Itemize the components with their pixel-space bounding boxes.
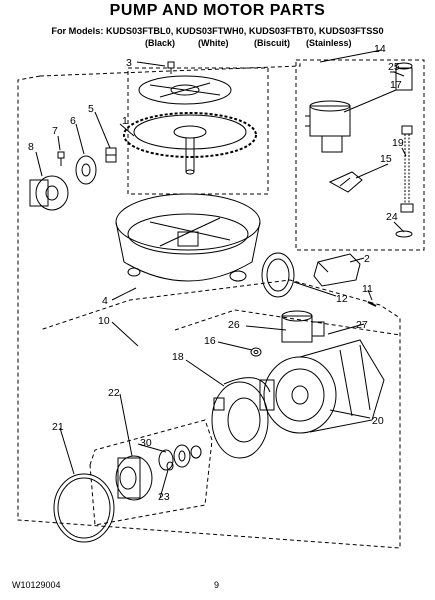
part-1-filter [123, 112, 257, 175]
page-title: PUMP AND MOTOR PARTS [109, 2, 326, 19]
part-26-motor-cap [281, 310, 325, 343]
color-white: (White) [198, 38, 229, 48]
callout-7: 7 [52, 125, 58, 137]
callout-26: 26 [228, 319, 240, 331]
part-20-motor [259, 339, 385, 434]
lower-dashed-box [89, 419, 213, 526]
callout-labels: 1234567810111214151617181920212223242526… [28, 43, 404, 503]
callout-4: 4 [102, 295, 108, 307]
part-3-screw [167, 61, 175, 74]
callout-12: 12 [336, 293, 348, 305]
part-23-washer [166, 461, 174, 471]
callout-19: 19 [392, 137, 404, 149]
part-24-clamp [395, 230, 413, 238]
callout-6: 6 [70, 115, 76, 127]
page-number: 9 [214, 580, 220, 590]
part-cover-disc [138, 75, 232, 105]
part-7-screw [57, 151, 65, 166]
part-4-sump [115, 193, 261, 282]
color-biscuit: (Biscuit) [254, 38, 290, 48]
color-stainless: (Stainless) [306, 38, 352, 48]
callout-22: 22 [108, 387, 120, 399]
callout-25: 25 [388, 61, 400, 73]
part-5-clip [105, 147, 117, 163]
callout-30: 30 [140, 437, 152, 449]
callout-5: 5 [88, 103, 94, 115]
part-15-bracket [328, 171, 363, 193]
leader-lines [35, 49, 407, 499]
callout-14: 14 [374, 43, 386, 55]
callout-18: 18 [172, 351, 184, 363]
right-dashed-box [295, 59, 425, 251]
callout-16: 16 [204, 335, 216, 347]
part-12-gasket [261, 252, 295, 298]
part-21-gasket-ring [53, 473, 115, 543]
part-6-impeller [75, 155, 97, 185]
model-list: For Models: KUDS03FTBL0, KUDS03FTWH0, KU… [51, 26, 384, 36]
callout-20: 20 [372, 415, 384, 427]
document-code: W10129004 [12, 580, 61, 590]
callout-1: 1 [122, 115, 128, 127]
part-17-motor [305, 100, 351, 153]
callout-3: 3 [126, 57, 132, 69]
outer-dashed-boundary [17, 60, 401, 549]
callout-24: 24 [386, 211, 398, 223]
part-16-nut [250, 347, 262, 357]
part-2-bracket [313, 253, 361, 287]
part-8-housing [29, 175, 69, 211]
callout-11: 11 [362, 283, 373, 295]
callout-2: 2 [364, 253, 370, 265]
top-dashed-box [127, 67, 269, 195]
callout-23: 23 [158, 491, 170, 503]
part-25-valve [390, 62, 413, 91]
lower-right-dashed [174, 309, 401, 336]
part-11-screw [367, 301, 377, 307]
callout-21: 21 [52, 421, 64, 433]
part-30-seal [158, 444, 202, 471]
callout-15: 15 [380, 153, 392, 165]
part-22-impeller-stack [115, 455, 153, 501]
part-19-hose [400, 125, 414, 213]
callout-17: 17 [390, 79, 402, 91]
callout-27: 27 [356, 319, 368, 331]
callout-10: 10 [98, 315, 110, 327]
part-18-pump-housing [211, 377, 271, 459]
color-black: (Black) [145, 38, 176, 48]
callout-8: 8 [28, 141, 34, 153]
